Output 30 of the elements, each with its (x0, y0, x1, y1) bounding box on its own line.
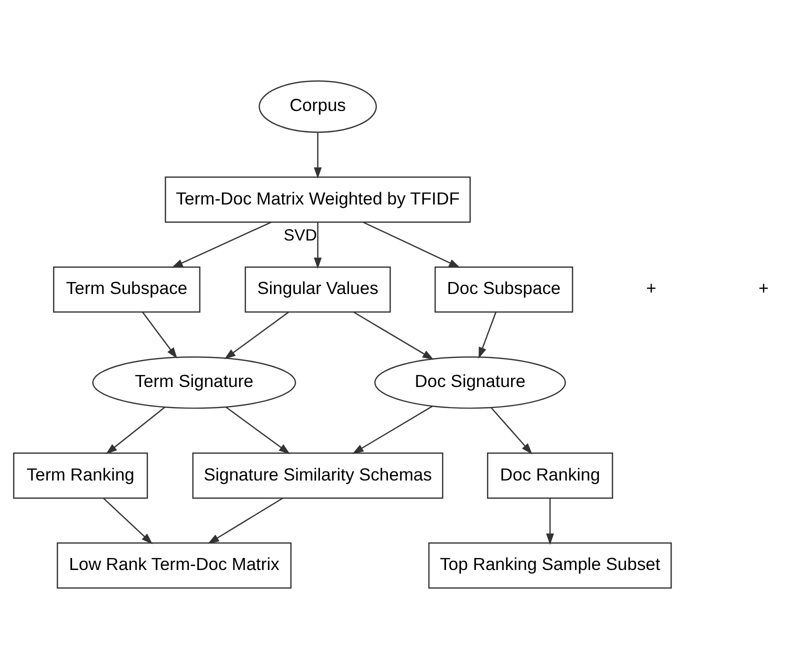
node-box: Doc Subspace (434, 266, 574, 312)
node-box: Doc Ranking (486, 452, 614, 498)
arrow (490, 406, 532, 454)
arrow (208, 497, 283, 544)
edge-label: SVD (284, 226, 317, 244)
node-box: Term Ranking (13, 452, 148, 498)
node-ellipse: Corpus (258, 80, 377, 132)
arrow (314, 222, 322, 268)
arrow (103, 498, 153, 544)
arrow (314, 132, 322, 178)
arrow (363, 221, 460, 268)
node-box: Term-Doc Matrix Weighted by TFIDF (164, 176, 471, 222)
arrow (172, 221, 272, 268)
arrow (142, 311, 178, 358)
node-box: Term Subspace (53, 266, 200, 312)
node-ellipse: Term Signature (92, 356, 296, 408)
arrow (352, 405, 433, 454)
arrow (224, 311, 289, 359)
node-box: Singular Values (244, 266, 391, 312)
node-box: Top Ranking Sample Subset (428, 542, 672, 588)
arrow (106, 406, 166, 454)
node-box: Signature Similarity Schemas (192, 452, 444, 498)
label: + (646, 278, 656, 298)
arrow (354, 311, 434, 360)
label: + (758, 278, 769, 298)
node-box: Low Rank Term-Doc Matrix (56, 542, 292, 588)
arrow (546, 498, 554, 544)
arrow (226, 406, 290, 454)
arrow (478, 312, 496, 358)
node-ellipse: Doc Signature (374, 356, 566, 408)
